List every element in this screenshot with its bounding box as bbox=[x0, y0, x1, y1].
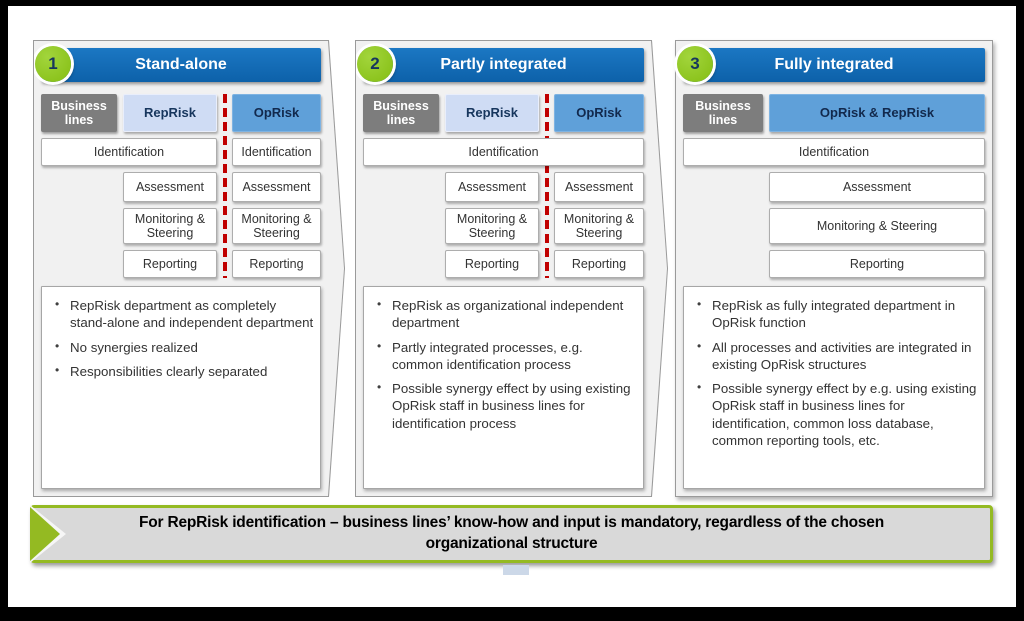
business-lines-header: Business lines bbox=[683, 94, 763, 132]
reprisk-header: RepRisk bbox=[445, 94, 539, 132]
bullet-item: RepRisk department as completely stand-a… bbox=[50, 297, 314, 332]
panel-partly-integrated: 2 Partly integrated Business lines RepRi… bbox=[355, 40, 668, 497]
panel-title-label: Partly integrated bbox=[440, 56, 567, 73]
bullet-item: RepRisk as fully integrated department i… bbox=[692, 297, 978, 332]
reporting-box: Reporting bbox=[769, 250, 985, 278]
assessment-box: Assessment bbox=[769, 172, 985, 202]
panel-title-label: Stand-alone bbox=[135, 56, 227, 73]
reporting-oprisk-box: Reporting bbox=[554, 250, 644, 278]
step-number-badge: 3 bbox=[677, 46, 713, 82]
description-bullets: RepRisk as fully integrated department i… bbox=[683, 286, 985, 489]
bullet-item: Possible synergy effect by using existin… bbox=[372, 380, 637, 432]
monitoring-reprisk-box: Monitoring & Steering bbox=[445, 208, 539, 244]
panel-stand-alone-border: 1 Stand-alone Business lines RepRisk OpR… bbox=[33, 40, 345, 497]
bullet-item: RepRisk as organizational independent de… bbox=[372, 297, 637, 332]
bullet-item: Partly integrated processes, e.g. common… bbox=[372, 339, 637, 374]
process-grid: Business lines RepRisk OpRisk Identifica… bbox=[41, 94, 321, 278]
panel-title-stand-alone: 1 Stand-alone bbox=[41, 48, 321, 82]
bullet-item: No synergies realized bbox=[50, 339, 314, 356]
process-grid: Business lines OpRisk & RepRisk Identifi… bbox=[683, 94, 985, 278]
reporting-reprisk-box: Reporting bbox=[445, 250, 539, 278]
panel-partly-integrated-border: 2 Partly integrated Business lines RepRi… bbox=[355, 40, 668, 497]
monitoring-reprisk-box: Monitoring & Steering bbox=[123, 208, 217, 244]
process-grid: Business lines RepRisk OpRisk Identifica… bbox=[363, 94, 644, 278]
description-bullets: RepRisk department as completely stand-a… bbox=[41, 286, 321, 489]
oprisk-reprisk-merged-header: OpRisk & RepRisk bbox=[769, 94, 985, 132]
slide-edge-artifact bbox=[503, 565, 529, 575]
red-dashed-divider bbox=[223, 94, 227, 278]
identification-shared-box: Identification bbox=[683, 138, 985, 166]
panel-fully-integrated: 3 Fully integrated Business lines OpRisk… bbox=[675, 40, 993, 497]
monitoring-box: Monitoring & Steering bbox=[769, 208, 985, 244]
panel-stand-alone: 1 Stand-alone Business lines RepRisk OpR… bbox=[33, 40, 345, 497]
panel-title-fully-integrated: 3 Fully integrated bbox=[677, 46, 985, 82]
identification-shared-box: Identification bbox=[363, 138, 644, 166]
bullet-item: Possible synergy effect by e.g. using ex… bbox=[692, 380, 978, 449]
business-lines-header: Business lines bbox=[363, 94, 439, 132]
assessment-oprisk-box: Assessment bbox=[554, 172, 644, 202]
business-lines-header: Business lines bbox=[41, 94, 117, 132]
oprisk-header: OpRisk bbox=[232, 94, 321, 132]
description-bullets: RepRisk as organizational independent de… bbox=[363, 286, 644, 489]
reporting-oprisk-box: Reporting bbox=[232, 250, 321, 278]
step-number-badge: 2 bbox=[357, 46, 393, 82]
bullet-item: All processes and activities are integra… bbox=[692, 339, 978, 374]
reporting-reprisk-box: Reporting bbox=[123, 250, 217, 278]
chevron-right-icon bbox=[30, 507, 60, 561]
assessment-reprisk-box: Assessment bbox=[445, 172, 539, 202]
step-number-badge: 1 bbox=[35, 46, 71, 82]
monitoring-oprisk-box: Monitoring & Steering bbox=[554, 208, 644, 244]
reprisk-header: RepRisk bbox=[123, 94, 217, 132]
oprisk-header: OpRisk bbox=[554, 94, 644, 132]
panel-title-partly-integrated: 2 Partly integrated bbox=[363, 48, 644, 82]
monitoring-oprisk-box: Monitoring & Steering bbox=[232, 208, 321, 244]
assessment-oprisk-box: Assessment bbox=[232, 172, 321, 202]
identification-oprisk-box: Identification bbox=[232, 138, 321, 166]
key-message-banner: For RepRisk identification – business li… bbox=[30, 505, 993, 563]
assessment-reprisk-box: Assessment bbox=[123, 172, 217, 202]
red-dashed-divider bbox=[545, 94, 549, 278]
identification-shared-box: Identification bbox=[41, 138, 217, 166]
panel-title-label: Fully integrated bbox=[774, 56, 894, 73]
bullet-item: Responsibilities clearly separated bbox=[50, 363, 314, 380]
key-message-text: For RepRisk identification – business li… bbox=[139, 514, 884, 552]
slide-background: 1 Stand-alone Business lines RepRisk OpR… bbox=[8, 6, 1016, 607]
